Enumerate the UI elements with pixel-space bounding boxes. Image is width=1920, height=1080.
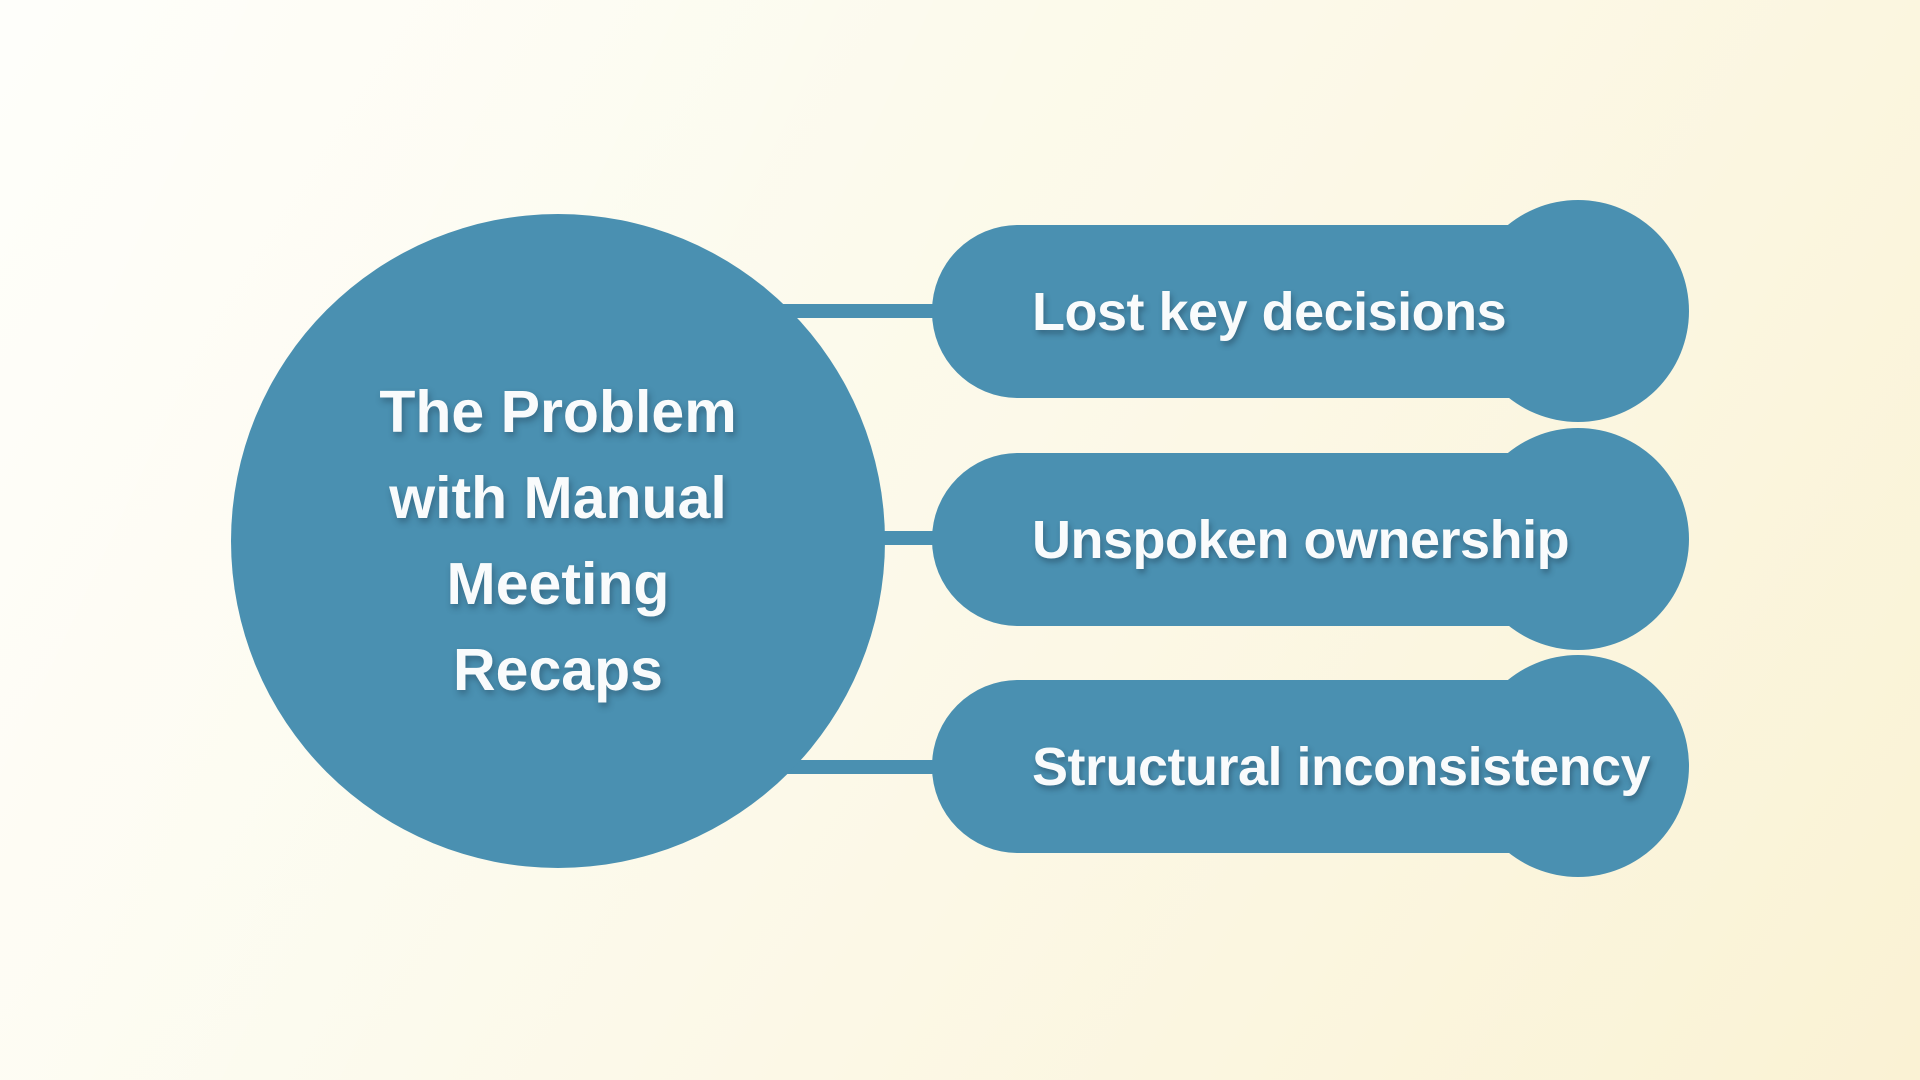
branch-pill-3: Structural inconsistency (932, 680, 1651, 853)
central-node: The Problem with Manual Meeting Recaps (231, 214, 885, 868)
connector-line-bottom (772, 760, 950, 774)
central-node-title: The Problem with Manual Meeting Recaps (379, 369, 736, 713)
connector-line-top (772, 304, 950, 318)
branch-node-3: Structural inconsistency (932, 655, 1800, 877)
central-title-line-4: Recaps (453, 637, 663, 703)
branch-pill-2: Unspoken ownership (932, 453, 1578, 626)
central-title-line-1: The Problem (379, 379, 737, 445)
branch-label-2: Unspoken ownership (1032, 509, 1570, 570)
branch-label-3: Structural inconsistency (1032, 736, 1651, 797)
branch-label-1: Lost key decisions (1032, 281, 1507, 342)
central-title-line-3: Meeting (446, 551, 670, 617)
branch-node-2: Unspoken ownership (932, 428, 1800, 650)
branch-node-1: Lost key decisions (932, 200, 1800, 422)
branch-pill-1: Lost key decisions (932, 225, 1578, 398)
central-title-line-2: with Manual (389, 465, 727, 531)
